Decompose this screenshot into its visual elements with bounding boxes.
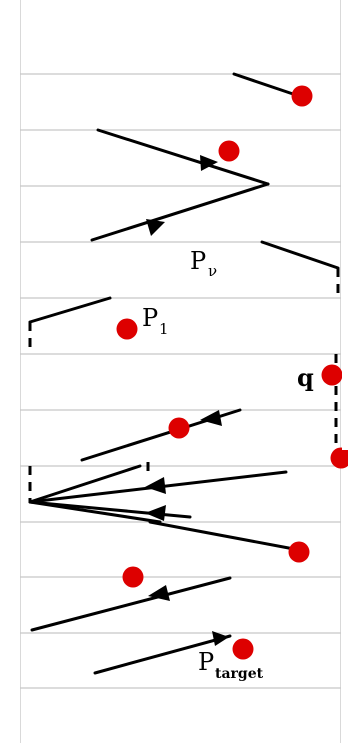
svg-text:target: target: [215, 666, 264, 682]
segment-strip10: [148, 520, 296, 551]
fan-line-1: [28, 464, 142, 504]
label-q: q: [297, 363, 314, 392]
label-p-nu: P ν: [190, 247, 217, 280]
arrow-left-fan-upper: [145, 477, 166, 494]
svg-text:P: P: [198, 648, 214, 676]
arrow-left-fan-lower: [145, 505, 166, 521]
strip-separators: [20, 73, 341, 689]
point-strip8: [168, 417, 190, 439]
segment-p1: [28, 296, 112, 324]
trajectory-lines: [28, 72, 340, 675]
point-strip10: [288, 541, 310, 563]
arrow-right-strip4: [146, 219, 165, 236]
fan-line-4: [28, 500, 162, 524]
svg-text:ν: ν: [208, 262, 217, 280]
label-p-1: P 1: [142, 304, 169, 338]
segment-top: [232, 72, 298, 97]
segment-reflect-out: [90, 182, 270, 242]
svg-text:P: P: [190, 247, 206, 275]
svg-text:1: 1: [159, 320, 169, 338]
points: [116, 85, 348, 660]
segment-target: [93, 634, 232, 675]
point-strip11: [122, 566, 144, 588]
arrow-left-strip8: [200, 410, 222, 426]
arrow-heads: [145, 155, 229, 646]
point-top: [291, 85, 313, 107]
svg-text:q: q: [297, 363, 314, 392]
segment-pnu: [260, 240, 340, 270]
arrow-right-strip12: [212, 631, 229, 646]
arrow-right-strip3: [200, 155, 218, 171]
point-q: [321, 364, 343, 386]
svg-text:P: P: [142, 304, 158, 332]
segment-reflect-in: [96, 128, 270, 186]
point-target: [232, 638, 254, 660]
point-p1: [116, 318, 138, 340]
segment-strip11: [30, 576, 232, 632]
arrow-left-strip11: [148, 585, 170, 601]
point-edge: [330, 447, 348, 469]
point-strip3: [218, 140, 240, 162]
label-p-target: P target: [198, 648, 264, 682]
dashed-connectors: [28, 268, 340, 502]
